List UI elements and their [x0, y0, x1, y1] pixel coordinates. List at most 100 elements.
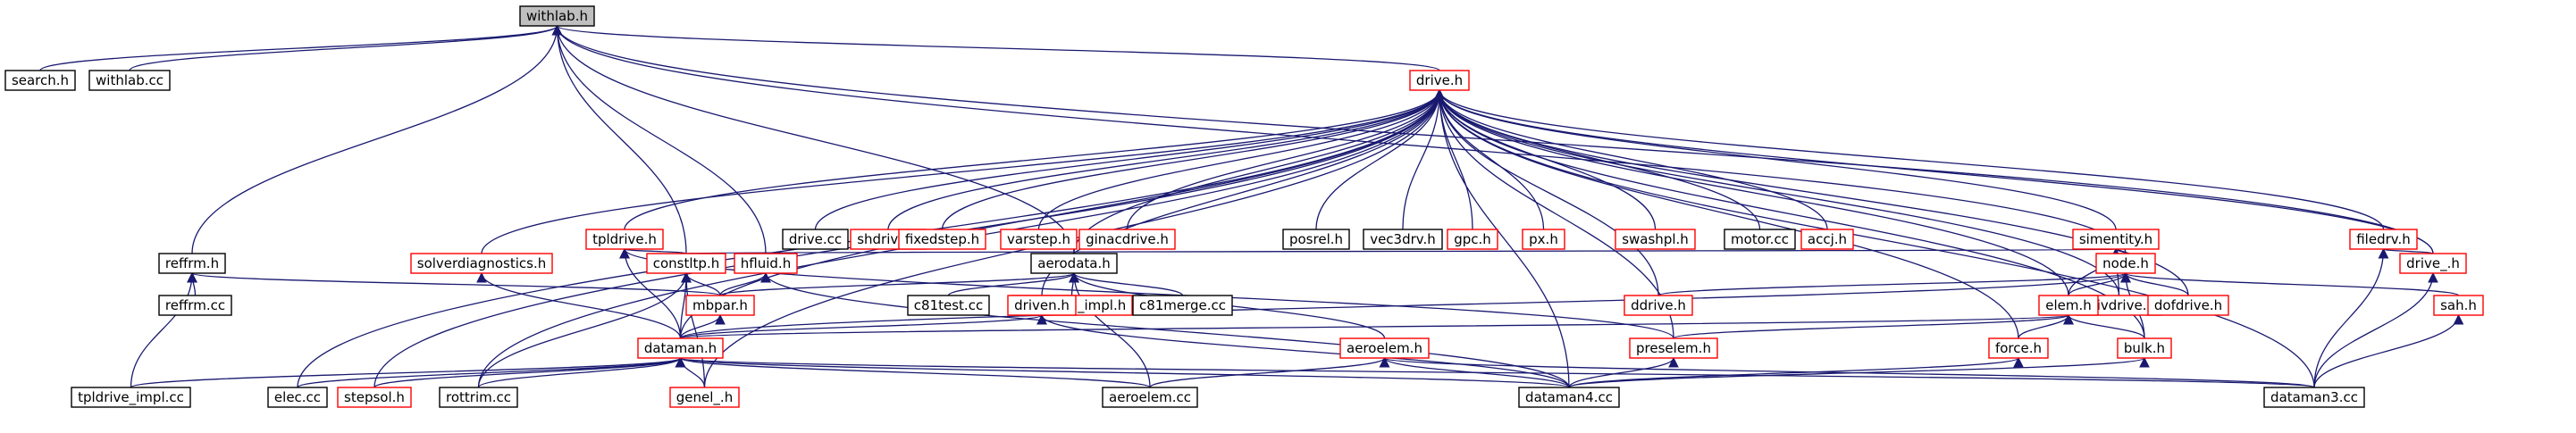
node-aerodata-h[interactable]: aerodata.h: [1030, 253, 1118, 274]
node-tpldrive-impl-cc[interactable]: tpldrive_impl.cc: [71, 387, 191, 408]
node-tpldrive-h[interactable]: tpldrive.h: [585, 229, 664, 250]
edge-bulk-h-to-drive-h: [1434, 88, 2145, 339]
edge-dridrive-h-to-node-h: [1657, 271, 2131, 296]
node-box: [782, 229, 849, 250]
node-box: [2399, 253, 2467, 274]
edge-shdrive-h-to-drive-h: [887, 88, 1445, 230]
node-elem-h[interactable]: elem.h: [2038, 295, 2099, 316]
node-label: search.h: [12, 72, 69, 88]
node-accj-h[interactable]: accj.h: [1800, 229, 1854, 250]
edge-dataman4-cc-to-dataman-h: [675, 356, 1570, 388]
node-box: [1988, 337, 2049, 359]
node-box: [1447, 229, 1498, 250]
node-label: mbpar.h: [692, 297, 748, 313]
edge-aeroelem-cc-to-dataman-h: [675, 356, 1151, 388]
node-driven-h[interactable]: driven.h: [1007, 295, 1077, 316]
node-ginacdrive-h[interactable]: ginacdrive.h: [1078, 229, 1176, 250]
node-label: stepsol.h: [344, 389, 405, 405]
node-swashpl-h[interactable]: swashpl.h: [1615, 229, 1696, 250]
node-label: force.h: [1995, 340, 2042, 356]
edge-posrel-h-to-drive-h: [1315, 88, 1445, 230]
node-aeroelem-cc[interactable]: aeroelem.cc: [1102, 387, 1198, 408]
node-box: [2038, 295, 2099, 316]
node-preselem-h[interactable]: preselem.h: [1629, 337, 1718, 359]
node-drive--h[interactable]: drive_.h: [2399, 253, 2467, 274]
node-dataman4-cc[interactable]: dataman4.cc: [1518, 387, 1620, 408]
node-label: gpc.h: [1454, 231, 1491, 247]
edge-bulk-h-to-elem-h: [2063, 313, 2145, 339]
node-gpc-h[interactable]: gpc.h: [1447, 229, 1498, 250]
node-label: sah.h: [2440, 297, 2477, 313]
edge-withlab-cc-to-withlab-h: [129, 24, 563, 71]
edge-constltp-h-to-tpldrive-h: [619, 247, 687, 259]
node-reffrm-cc[interactable]: reffrm.cc: [158, 295, 232, 316]
node-varstep-h[interactable]: varstep.h: [1000, 229, 1078, 250]
node-dridrive-h[interactable]: ddrive.h: [1624, 295, 1693, 316]
node-sah-h[interactable]: sah.h: [2433, 295, 2484, 316]
node-filedrv-h[interactable]: filedrv.h: [2349, 229, 2418, 250]
node-genel--h[interactable]: genel_.h: [669, 387, 740, 408]
edge-privdrive-h-to-drive-h: [1434, 88, 2120, 296]
node-withlab-cc[interactable]: withlab.cc: [88, 70, 171, 91]
node-aeroelem-h[interactable]: aeroelem.h: [1339, 337, 1430, 359]
node-posrel-h[interactable]: posrel.h: [1282, 229, 1350, 250]
node-hfluid-h[interactable]: hfluid.h: [734, 253, 798, 274]
node-dofdrive-h[interactable]: dofdrive.h: [2147, 295, 2229, 316]
node-bulk-h[interactable]: bulk.h: [2117, 337, 2172, 359]
node-box: [907, 295, 990, 316]
node-label: elem.h: [2045, 297, 2092, 313]
node-label: reffrm.h: [165, 255, 219, 271]
edge-accj-h-to-drive-h: [1434, 88, 1828, 230]
edge-ginacdrive-h-to-drive-h: [1126, 88, 1445, 230]
node-px-h[interactable]: px.h: [1522, 229, 1565, 250]
node-node-h[interactable]: node.h: [2095, 253, 2156, 274]
node-mbpar-h[interactable]: mbpar.h: [685, 295, 755, 316]
edge-vec3drv-h-to-drive-h: [1402, 88, 1445, 230]
node-reffrm-h[interactable]: reffrm.h: [158, 253, 226, 274]
node-search-h[interactable]: search.h: [4, 70, 76, 91]
node-dataman-h[interactable]: dataman.h: [637, 337, 724, 359]
edge-dataman-h-to-drive-h: [679, 88, 1445, 339]
node-dataman3-cc[interactable]: dataman3.cc: [2263, 387, 2365, 408]
edge-mbpar-h-to-aerodata-h: [719, 271, 1079, 296]
node-c81test-cc[interactable]: c81test.cc: [907, 295, 990, 316]
node-vec3drv-h[interactable]: vec3drv.h: [1363, 229, 1443, 250]
node-fixedstep-h[interactable]: fixedstep.h: [898, 229, 986, 250]
node-box: [71, 387, 191, 408]
node-stepsol-h[interactable]: stepsol.h: [337, 387, 412, 408]
node-motor-cc[interactable]: motor.cc: [1724, 229, 1796, 250]
edge-dataman4-cc-to-bulk-h: [1568, 356, 2150, 388]
node-label: swashpl.h: [1622, 231, 1689, 247]
node-box: [1030, 253, 1118, 274]
node-force-h[interactable]: force.h: [1988, 337, 2049, 359]
node-constltp-h[interactable]: constltp.h: [646, 253, 726, 274]
node-label: simentity.h: [2079, 231, 2152, 247]
node-box: [410, 253, 553, 274]
node-box: [2117, 337, 2172, 359]
node-label: px.h: [1529, 231, 1558, 247]
node-box: [88, 70, 171, 91]
node-c81merge-cc[interactable]: c81merge.cc: [1132, 295, 1233, 316]
node-rottrim-cc[interactable]: rottrim.cc: [439, 387, 518, 408]
node-box: [158, 253, 226, 274]
node-label: genel_.h: [676, 389, 733, 406]
node-box: [637, 337, 724, 359]
edge-force-h-to-elem-h: [2018, 313, 2074, 339]
node-label: withlab.cc: [96, 72, 164, 88]
node-solverdiagnostics-h[interactable]: solverdiagnostics.h: [410, 253, 553, 274]
edge-dataman4-cc-to-drive-h: [1434, 88, 1570, 388]
node-label: preselem.h: [1636, 340, 1711, 356]
edge-aerodata-h-to-drive-h: [1073, 88, 1445, 254]
node-label: accj.h: [1808, 231, 1847, 247]
node-simentity-h[interactable]: simentity.h: [2072, 229, 2160, 250]
node-elec-cc[interactable]: elec.cc: [267, 387, 328, 408]
node-drive-h[interactable]: drive.h: [1409, 70, 1470, 91]
node-label: elec.cc: [274, 389, 321, 405]
node-drive-cc[interactable]: drive.cc: [782, 229, 849, 250]
edge-varstep-h-to-drive-h: [1037, 88, 1445, 230]
node-box: [1615, 229, 1696, 250]
edge-hfluid-h-to-withlab-h: [551, 24, 767, 254]
node-box: [1078, 229, 1176, 250]
edge-preselem-h-to-elem-h: [1673, 313, 2074, 339]
node-box: [2095, 253, 2156, 274]
